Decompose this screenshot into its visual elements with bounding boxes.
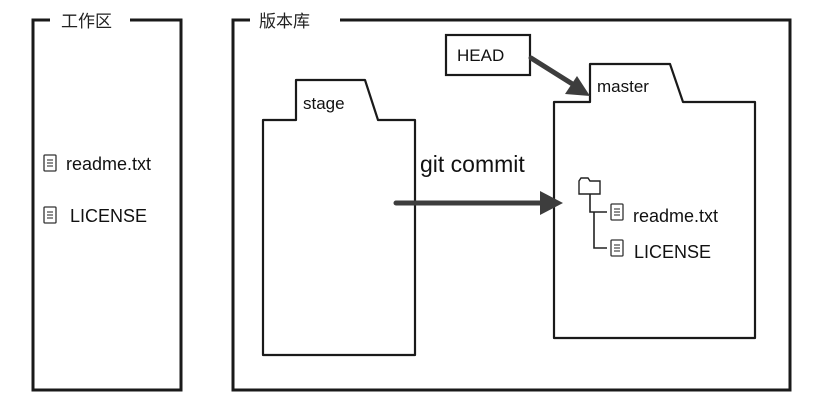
workspace-file-name: readme.txt	[66, 154, 151, 174]
folder-icon	[578, 177, 601, 195]
master-file-readme: readme.txt	[610, 203, 718, 226]
head-label: HEAD	[457, 46, 504, 65]
workspace-title: 工作区	[61, 12, 112, 32]
workspace-panel: 工作区 readme.txt LICENSE	[31, 12, 183, 392]
stage-label: stage	[303, 94, 345, 113]
master-label: master	[597, 77, 649, 96]
repository-title: 版本库	[259, 12, 310, 32]
document-icon	[43, 206, 57, 224]
workspace-file-readme: readme.txt	[43, 154, 151, 174]
workspace-file-name: LICENSE	[70, 206, 147, 226]
master-file-name: LICENSE	[634, 242, 711, 262]
master-file-license: LICENSE	[610, 239, 711, 262]
document-icon	[610, 239, 624, 257]
workspace-file-license: LICENSE	[43, 206, 147, 226]
git-commit-arrow: git commit	[393, 151, 563, 215]
repository-panel: 版本库 stage master	[231, 12, 792, 392]
git-commit-label: git commit	[420, 151, 525, 177]
master-file-name: readme.txt	[633, 206, 718, 226]
master-branch-folder: master readme.txt	[552, 62, 757, 340]
document-icon	[610, 203, 624, 221]
stage-folder: stage	[261, 78, 417, 357]
tree-connector	[589, 194, 607, 249]
head-pointer: HEAD	[444, 33, 532, 77]
document-icon	[43, 154, 57, 172]
head-to-master-arrow	[528, 55, 590, 96]
